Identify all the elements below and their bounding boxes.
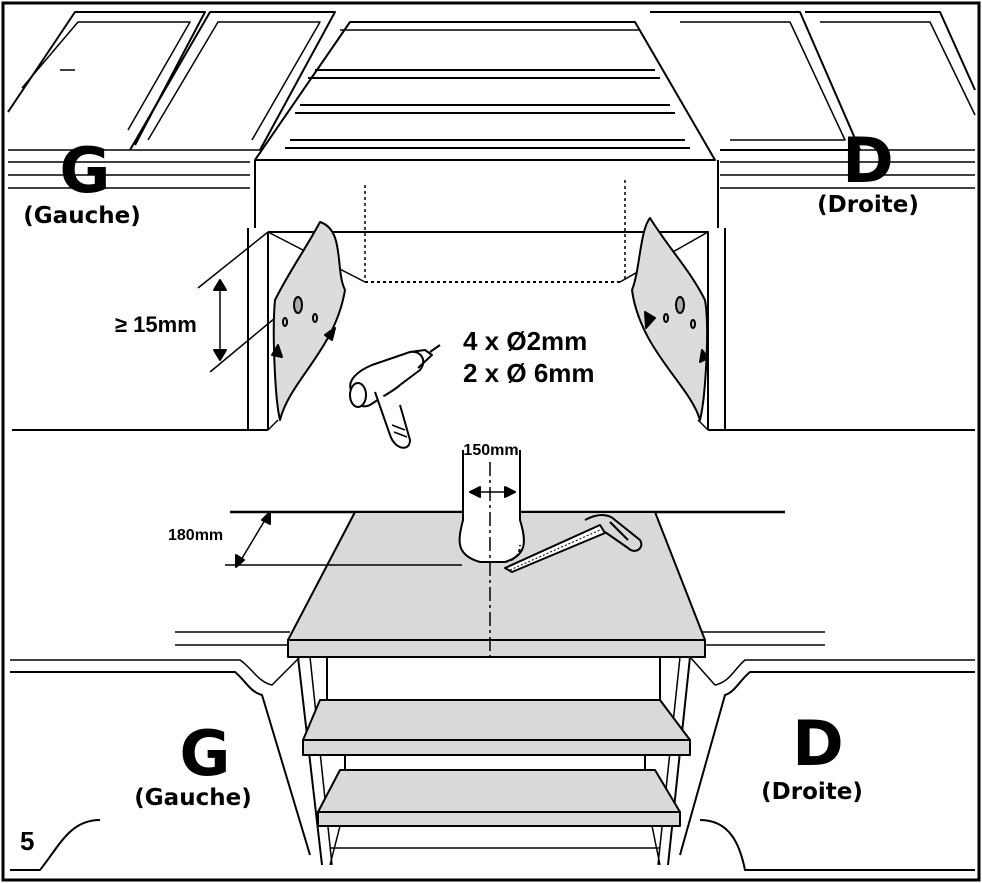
top-right-letter: D xyxy=(842,124,893,197)
cutout-opening xyxy=(12,180,975,431)
top-left-name: (Gauche) xyxy=(23,203,140,229)
drawer-unit xyxy=(254,21,719,228)
bottom-left-letter: G xyxy=(180,717,231,790)
depth-label: 180mm xyxy=(168,527,223,544)
depth-dimension xyxy=(225,511,462,568)
width-dimension xyxy=(469,486,516,498)
bottom-right-name: (Droite) xyxy=(761,779,863,805)
gap-dimension xyxy=(197,231,276,373)
left-door-profile xyxy=(10,656,311,871)
right-cabinet-doors xyxy=(650,11,976,189)
drill-spec-line2: 2 x Ø 6mm xyxy=(463,358,595,388)
top-left-letter: G xyxy=(60,134,111,207)
cutout-slot xyxy=(458,450,525,658)
bottom-left-name: (Gauche) xyxy=(134,785,251,811)
right-bracket xyxy=(631,217,709,421)
left-bracket xyxy=(271,221,346,421)
drill-spec-line1: 4 x Ø2mm xyxy=(463,326,587,356)
lower-cabinet xyxy=(297,656,691,866)
bottom-right-letter: D xyxy=(792,707,843,780)
top-right-name: (Droite) xyxy=(817,192,919,218)
gap-label: ≥ 15mm xyxy=(115,312,197,337)
top-panel xyxy=(7,11,976,449)
bottom-panel xyxy=(10,450,975,871)
left-cabinet-doors xyxy=(7,11,336,189)
figure-number: 5 xyxy=(20,826,34,856)
width-label: 150mm xyxy=(463,442,518,459)
drill-icon xyxy=(349,344,441,449)
saw-icon xyxy=(504,514,643,573)
worktop-edges xyxy=(175,631,825,646)
worktop xyxy=(287,511,706,658)
right-door-profile xyxy=(679,656,975,871)
